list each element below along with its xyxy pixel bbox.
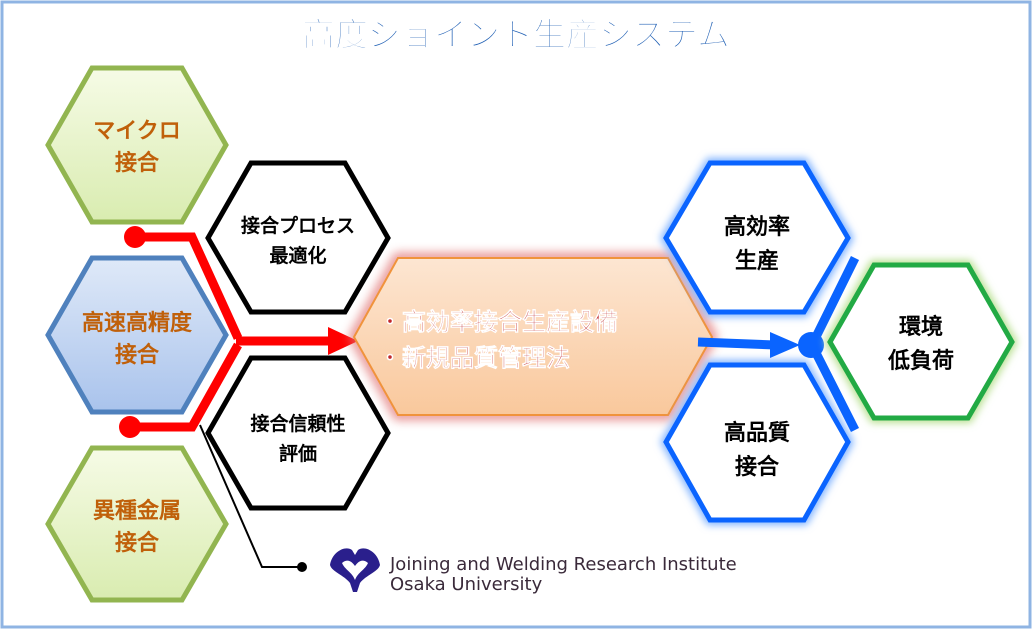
red-input-path [119, 226, 358, 438]
red-dot-top [124, 226, 146, 248]
hex-micro-joining: マイクロ 接合 [45, 65, 229, 225]
hex-label: 生産 [735, 248, 779, 274]
hex-label: 接合信頼性 [250, 412, 345, 435]
hex-reliability-evaluation: 接合信頼性 評価 [205, 355, 391, 511]
red-arrowhead [328, 327, 358, 355]
hex-high-quality-joining: 高品質 接合 [660, 360, 854, 525]
connector-dot [297, 562, 307, 572]
hex-label: 低負荷 [887, 348, 954, 374]
hex-dissimilar-metal-joining: 異種金属 接合 [45, 445, 229, 603]
osaka-university-logo-icon [330, 548, 380, 592]
hex-process-optimization: 接合プロセス 最適化 [205, 160, 391, 315]
institute-name: Joining and Welding Research Institute [389, 554, 737, 575]
hex-label: 高効率 [724, 214, 790, 240]
hex-label: 高品質 [724, 420, 790, 446]
hex-label: 環境 [899, 314, 943, 340]
hex-high-speed-joining: 高速高精度 接合 [45, 255, 229, 415]
center-item-1: ・高効率接合生産設備 [378, 308, 618, 336]
hex-label: 接合 [735, 454, 780, 480]
hex-high-efficiency-production: 高効率 生産 [660, 158, 854, 317]
hex-label: マイクロ [93, 119, 181, 144]
hex-label: 接合 [115, 530, 160, 556]
hex-label: 接合プロセス [241, 214, 355, 237]
blue-arrowhead [770, 332, 800, 358]
diagram-title: 高度ジョイント生産システム [302, 15, 730, 54]
hex-center-system: ・高効率接合生産設備 ・新規品質管理法 [348, 253, 718, 420]
hex-label: 接合 [115, 150, 160, 176]
hex-label: 最適化 [269, 244, 326, 267]
center-item-2: ・新規品質管理法 [378, 344, 570, 372]
blue-output-path [697, 256, 860, 433]
hex-label: 評価 [279, 442, 317, 465]
hex-low-environmental-load: 環境 低負荷 [824, 260, 1018, 423]
blue-dot [798, 332, 824, 358]
hex-label: 高速高精度 [82, 310, 193, 336]
institute-connector-line [199, 424, 302, 568]
university-name: Osaka University [390, 574, 543, 595]
hex-label: 異種金属 [93, 498, 181, 524]
hex-label: 接合 [115, 342, 160, 368]
red-dot-bottom [119, 416, 141, 438]
